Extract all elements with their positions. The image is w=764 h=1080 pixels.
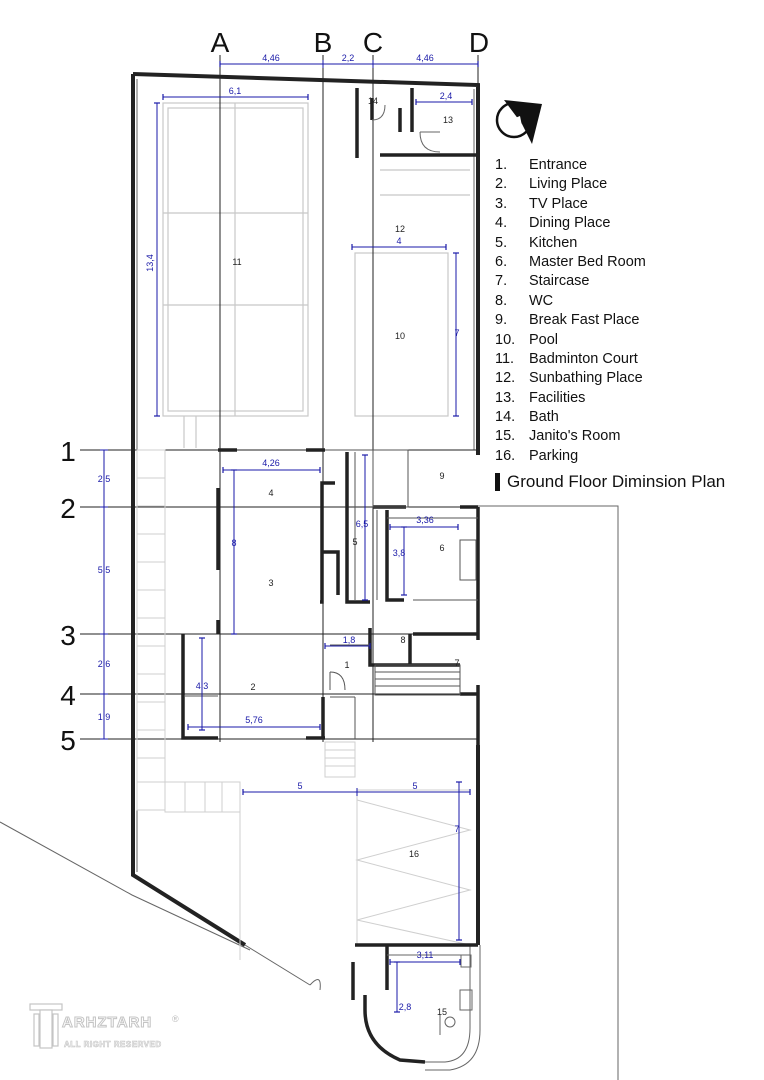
room-3: 3 [268, 578, 273, 588]
legend-item: 13.Facilities [495, 389, 586, 406]
dim-top-cd: 4,46 [416, 53, 434, 63]
axis-col-c: C [363, 27, 383, 58]
dim-top-ab: 4,46 [262, 53, 280, 63]
dim-row-34: 2,6 [98, 659, 111, 669]
dim-top-bc: 2,2 [342, 53, 355, 63]
logo-mark [29, 1003, 63, 1049]
title-bar-icon [495, 473, 500, 491]
legend-item: 10.Pool [495, 331, 559, 348]
dim-jan-w: 3,11 [417, 950, 434, 960]
house-walls [181, 448, 480, 745]
room-12: 12 [395, 224, 405, 234]
room-6: 6 [439, 543, 444, 553]
dim-fac-w: 2,4 [440, 91, 453, 101]
axis-row-1: 1 [60, 436, 76, 467]
legend-item: 15.Janito's Room [495, 428, 621, 445]
legend-item: 6.Master Bed Room [495, 253, 646, 270]
room-15: 15 [437, 1007, 447, 1017]
legend-item: 9.Break Fast Place [495, 312, 640, 329]
dimension-lines [100, 60, 479, 1013]
plan-title: Ground Floor Diminsion Plan [495, 472, 725, 492]
badminton-court [162, 102, 309, 448]
dim-court-w: 6,1 [229, 86, 242, 96]
dim-jan-h: 2,8 [399, 1002, 412, 1012]
north-arrow-icon [495, 100, 542, 144]
legend-item: 11.Badminton Court [495, 350, 638, 367]
dim-row-12: 2,5 [98, 474, 111, 484]
facilities-block [355, 88, 478, 158]
room-numbers: 1 2 3 4 5 6 7 8 9 10 11 12 13 14 15 16 [232, 96, 459, 1017]
room-7: 7 [454, 658, 459, 668]
dim-pool-w: 4 [396, 236, 401, 246]
side-steps [136, 449, 356, 960]
room-16: 16 [409, 849, 419, 859]
axis-col-b: B [314, 27, 333, 58]
dim-bed-h: 3,8 [393, 548, 406, 558]
room-8: 8 [400, 635, 405, 645]
axis-col-a: A [211, 27, 230, 58]
legend-item: 2.Living Place [495, 176, 608, 193]
legend-item: 7.Staircase [495, 273, 590, 290]
legend-item: 14.Bath [495, 409, 559, 426]
room-2: 2 [250, 682, 255, 692]
dim-kitchen-h: 6,5 [356, 519, 369, 529]
dim-living-w: 5,76 [245, 715, 263, 725]
dim-park-w2: 5 [412, 781, 417, 791]
room-13: 13 [443, 115, 453, 125]
legend-item: 3.TV Place [495, 195, 588, 212]
dim-tv-h: 8 [231, 538, 236, 548]
legend-item: 12.Sunbathing Place [495, 370, 643, 387]
legend-item: 5.Kitchen [495, 234, 578, 251]
dim-park-w1: 5 [297, 781, 302, 791]
logo-name: ARHZTARH [61, 1014, 153, 1032]
logo-registered: ® [172, 1014, 179, 1024]
axis-labels: A B C D 1 2 3 4 5 [60, 27, 489, 756]
axis-row-3: 3 [60, 620, 76, 651]
janitor-thin [244, 944, 473, 1035]
axis-row-2: 2 [60, 493, 76, 524]
room-5: 5 [352, 537, 357, 547]
dim-row-23: 5,5 [98, 565, 111, 575]
house-thin-lines [185, 449, 478, 739]
logo-subtitle: ALL RIGHT RESERVED [64, 1040, 162, 1050]
dim-pool-h: 7 [454, 328, 459, 338]
axis-row-4: 4 [60, 680, 76, 711]
janitor-room [351, 943, 478, 1064]
parking [355, 789, 472, 946]
dim-court-h: 13,4 [145, 254, 155, 272]
axis-col-d: D [469, 27, 489, 58]
facilities-thin [371, 104, 441, 153]
pool [354, 169, 470, 417]
room-10: 10 [395, 331, 405, 341]
legend-item: 4.Dining Place [495, 215, 611, 232]
room-4: 4 [268, 488, 273, 498]
dimension-labels: 4,46 2,2 4,46 6,1 13,4 2,4 4 7 2,5 5,5 2… [98, 53, 460, 1012]
legend: 1.Entrance 2.Living Place 3.TV Place 4.D… [495, 156, 760, 466]
site-boundary [131, 72, 480, 947]
dim-park-h: 7 [454, 824, 459, 834]
legend-item: 1.Entrance [495, 157, 588, 173]
room-1: 1 [344, 660, 349, 670]
dim-dining-w: 4,26 [262, 458, 280, 468]
dim-bed-w: 3,36 [416, 515, 434, 525]
legend-item: 16.Parking [495, 447, 579, 464]
dim-stair-w: 1,8 [343, 635, 356, 645]
room-11: 11 [232, 257, 241, 267]
dim-row-45: 1,9 [98, 712, 111, 722]
dim-living-h: 4,3 [196, 681, 209, 691]
legend-item: 8.WC [495, 292, 554, 309]
room-9: 9 [439, 471, 444, 481]
room-14: 14 [368, 96, 378, 106]
axis-row-5: 5 [60, 725, 76, 756]
grid-lines [80, 55, 479, 742]
